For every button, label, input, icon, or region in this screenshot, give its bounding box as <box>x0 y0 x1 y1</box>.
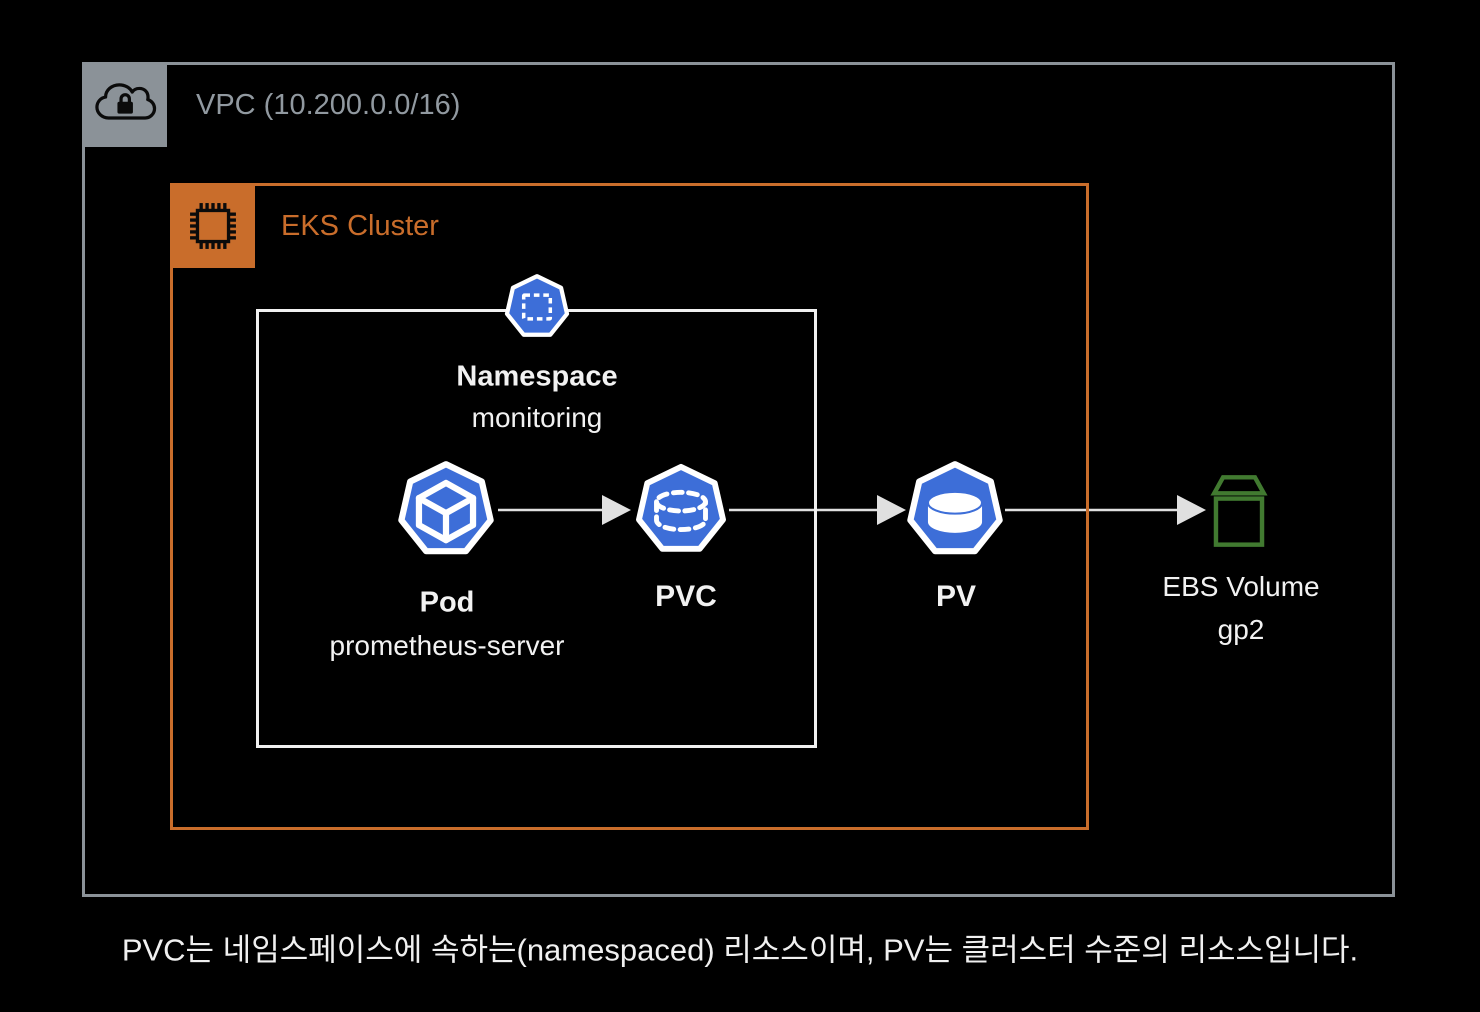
pod-icon <box>398 461 494 555</box>
eks-cluster-boundary <box>170 183 1089 830</box>
eks-chip-icon <box>189 202 236 249</box>
pv-label: PV <box>935 580 977 613</box>
arrow-pv-to-ebs <box>1005 495 1206 525</box>
arrow-pvc-to-pv <box>729 495 906 525</box>
ebs-volume-title: EBS Volume <box>1162 571 1320 602</box>
ebs-volume-icon <box>1210 475 1268 547</box>
pvc-icon <box>636 463 726 552</box>
namespace-name: monitoring <box>471 402 603 433</box>
vpc-cloud-lock-icon <box>94 82 156 120</box>
pvc-label: PVC <box>655 580 717 613</box>
eks-icon-tile <box>170 183 255 268</box>
pod-name: prometheus-server <box>329 630 565 661</box>
diagram-caption: PVC는 네임스페이스에 속하는(namespaced) 리소스이며, PV는 … <box>121 932 1359 968</box>
eks-cluster-label: EKS Cluster <box>281 210 439 242</box>
arrow-pod-to-pvc <box>498 495 631 525</box>
pod-title: Pod <box>419 586 475 619</box>
ebs-volume-type: gp2 <box>1217 614 1265 645</box>
vpc-boundary <box>82 62 1395 897</box>
namespace-icon <box>504 274 570 337</box>
pv-icon <box>907 461 1003 555</box>
vpc-icon-tile <box>82 62 167 147</box>
namespace-title: Namespace <box>456 360 618 393</box>
vpc-label: VPC (10.200.0.0/16) <box>196 89 461 121</box>
